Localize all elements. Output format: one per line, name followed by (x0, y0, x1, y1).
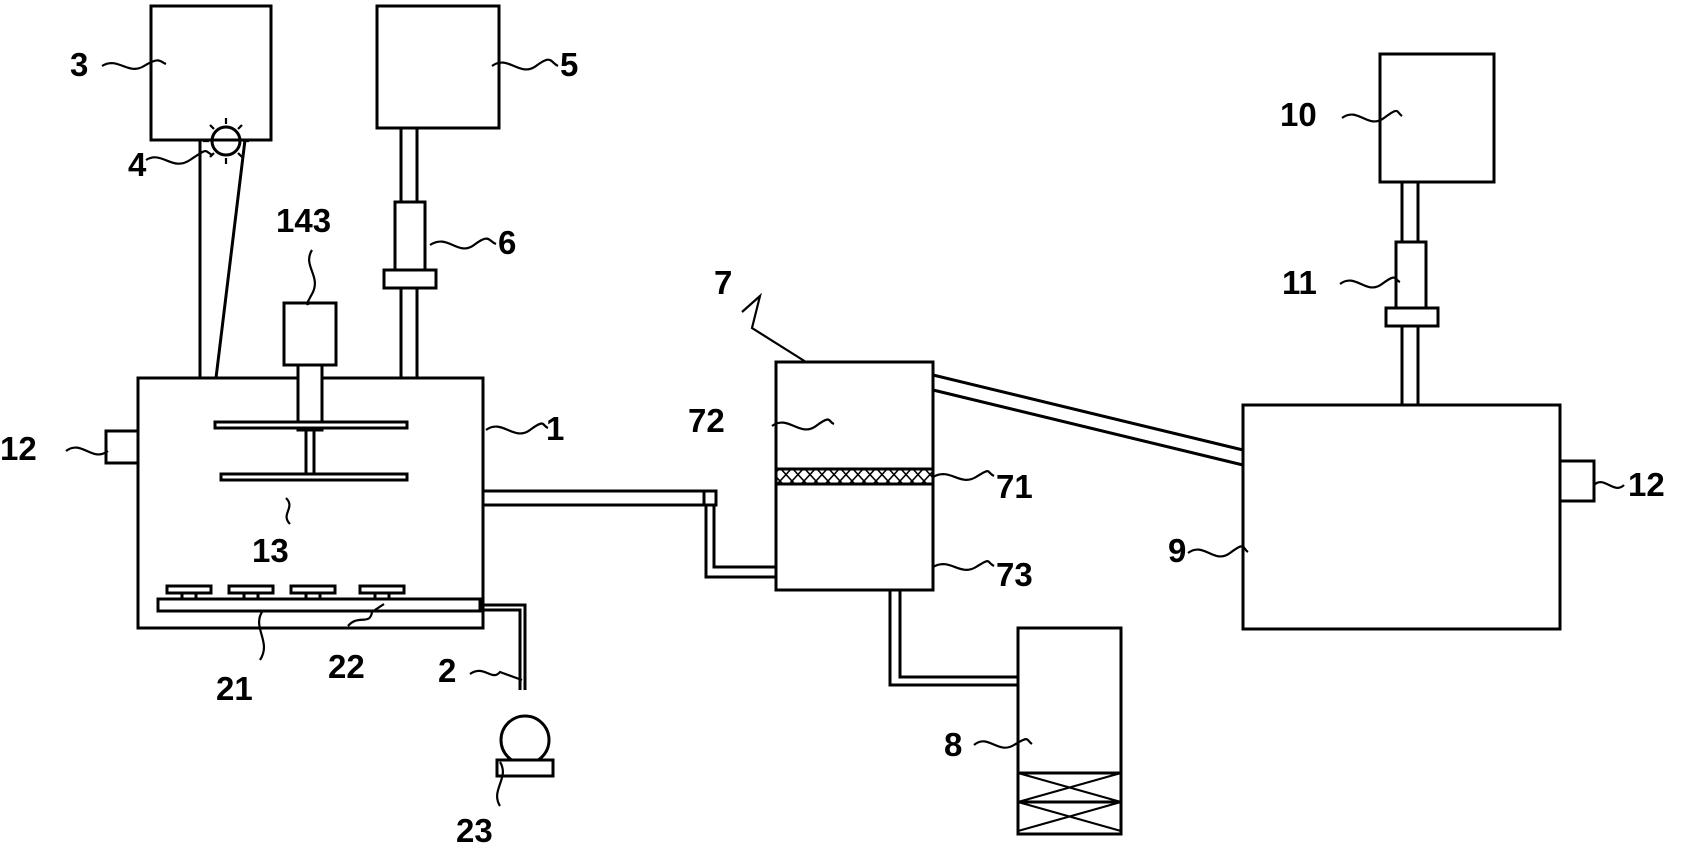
aerator-heads-22 (165, 584, 406, 601)
collector-8 (1016, 626, 1123, 836)
label-13: 13 (252, 532, 289, 569)
pump-11 (1384, 240, 1440, 328)
tank-3 (149, 4, 273, 379)
label-11: 11 (1282, 264, 1317, 301)
pipe-reactor-to-separator (483, 489, 776, 579)
label-7: 7 (714, 264, 732, 301)
stirrer-motor-143 (282, 301, 338, 480)
label-23: 23 (456, 812, 493, 845)
label-12-left: 12 (0, 430, 37, 467)
separator-7 (774, 360, 935, 592)
label-73: 73 (996, 556, 1033, 593)
label-12-right: 12 (1628, 466, 1665, 503)
label-72: 72 (688, 402, 725, 439)
sensor-12-right (1558, 459, 1596, 503)
tank-10 (1378, 52, 1496, 184)
label-71: 71 (996, 468, 1033, 505)
label-1: 1 (546, 410, 564, 447)
tank-9 (1241, 403, 1562, 631)
label-6: 6 (498, 224, 516, 261)
label-10: 10 (1280, 96, 1317, 133)
label-21: 21 (216, 670, 253, 707)
label-4: 4 (128, 146, 147, 183)
pump-6 (382, 200, 438, 290)
pipe-separator-to-collector (888, 590, 1018, 687)
labels: 3 4 5 143 6 7 1 12 72 71 13 73 21 22 2 2… (0, 46, 1665, 849)
label-9: 9 (1168, 532, 1186, 569)
valve-4 (203, 118, 249, 164)
stirrer-13 (213, 420, 409, 482)
pipe-separator-to-tank-9 (932, 373, 1244, 467)
label-5: 5 (560, 46, 578, 83)
label-2: 2 (438, 652, 456, 689)
label-143: 143 (276, 202, 331, 239)
leader-lines (65, 58, 1625, 807)
blower-23 (495, 714, 555, 778)
label-8: 8 (944, 726, 962, 763)
label-3: 3 (70, 46, 88, 83)
label-22: 22 (328, 648, 365, 685)
sensor-12-left (104, 429, 140, 465)
tank-5 (375, 4, 501, 130)
